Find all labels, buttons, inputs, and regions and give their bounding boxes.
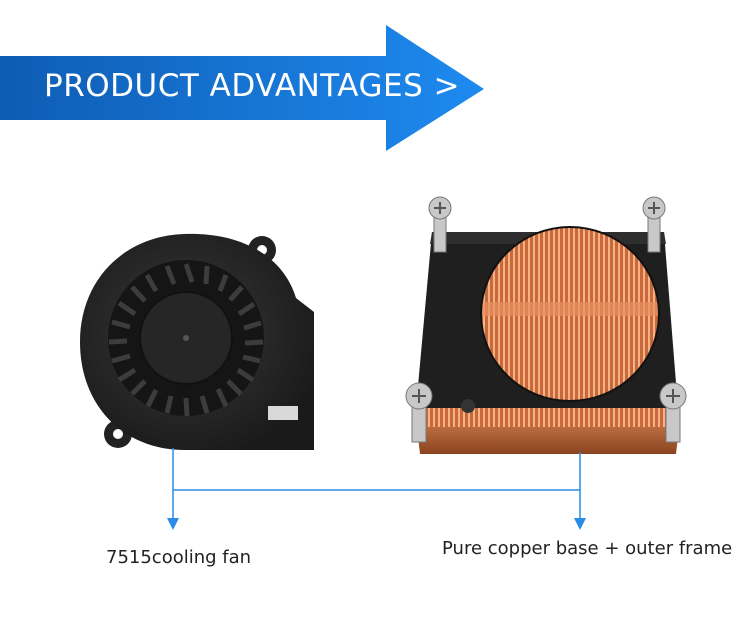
banner-arrow-shape: [0, 25, 484, 151]
connector-lines: [167, 448, 586, 530]
banner-arrow: [0, 25, 484, 151]
blower-fan-icon: [80, 233, 314, 450]
copper-heatsink-icon: [405, 196, 687, 454]
copper-label: Pure copper base + outer frame: [442, 538, 733, 559]
fan-label: 7515cooling fan: [106, 547, 252, 568]
copper-arrow-down-icon: [574, 518, 586, 530]
fan-arrow-down-icon: [167, 518, 179, 530]
section-title: PRODUCT ADVANTAGES >: [44, 68, 461, 104]
